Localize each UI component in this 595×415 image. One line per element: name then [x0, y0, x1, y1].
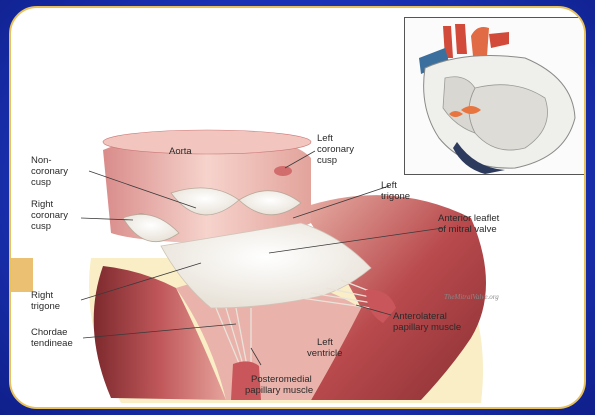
label-non-coronary-cusp: Non- coronary cusp	[31, 155, 71, 188]
label-anterior-leaflet: Anterior leaflet of mitral valve	[438, 213, 502, 235]
heart-inset-drawing	[405, 18, 585, 174]
heart-inset	[404, 17, 586, 175]
label-right-trigone: Right trigone	[31, 290, 60, 312]
slide-frame: Aorta Non- coronary cusp Left coronary c…	[9, 6, 586, 409]
label-left-trigone: Left trigone	[381, 180, 410, 202]
aorta-rim	[103, 130, 311, 154]
label-right-coronary-cusp: Right coronary cusp	[31, 199, 71, 232]
label-chordae-tendineae: Chordae tendineae	[31, 327, 73, 349]
label-left-coronary-cusp: Left coronary cusp	[317, 133, 357, 166]
label-posteromedial-papillary: Posteromedial papillary muscle	[245, 374, 314, 396]
watermark-text: TheMitralValve.org	[444, 293, 499, 301]
label-aorta: Aorta	[169, 146, 192, 157]
left-coronary-ostium	[274, 166, 292, 176]
